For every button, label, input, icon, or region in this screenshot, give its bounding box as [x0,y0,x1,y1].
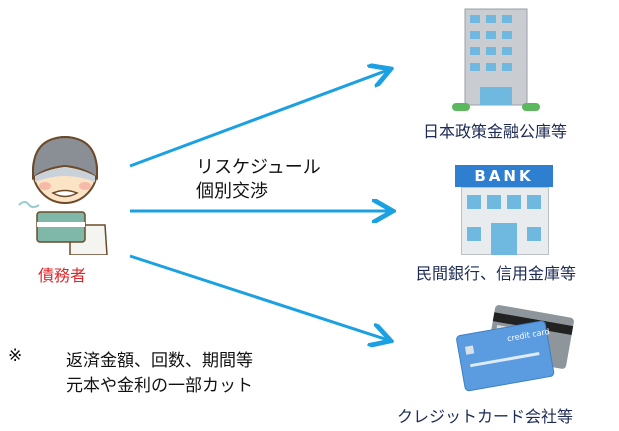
jfc-label: 日本政策金融公庫等 [423,122,568,141]
reschedule-text: リスケジュール [196,157,321,178]
debtor-label: 債務者 [38,266,87,285]
negotiation-text: 個別交渉 [196,181,268,202]
worried-person-icon [18,135,108,255]
arrow-to-jfc [129,70,388,168]
note-line2: 元本や金利の一部カット [66,376,253,396]
bank-windows [467,195,541,255]
credit-card-icon: credit card [456,305,574,392]
office-building-icon [452,8,540,111]
bank-icon: BANK [455,165,553,255]
note-mark: ※ [8,346,23,366]
note-line1: 返済金額、回数、期間等 [66,351,253,371]
bank-label: 民間銀行、信用金庫等 [416,264,577,283]
credit-card-label: クレジットカード会社等 [397,407,574,426]
bank-sign: BANK [455,165,553,187]
arrow-to-card [129,254,388,340]
